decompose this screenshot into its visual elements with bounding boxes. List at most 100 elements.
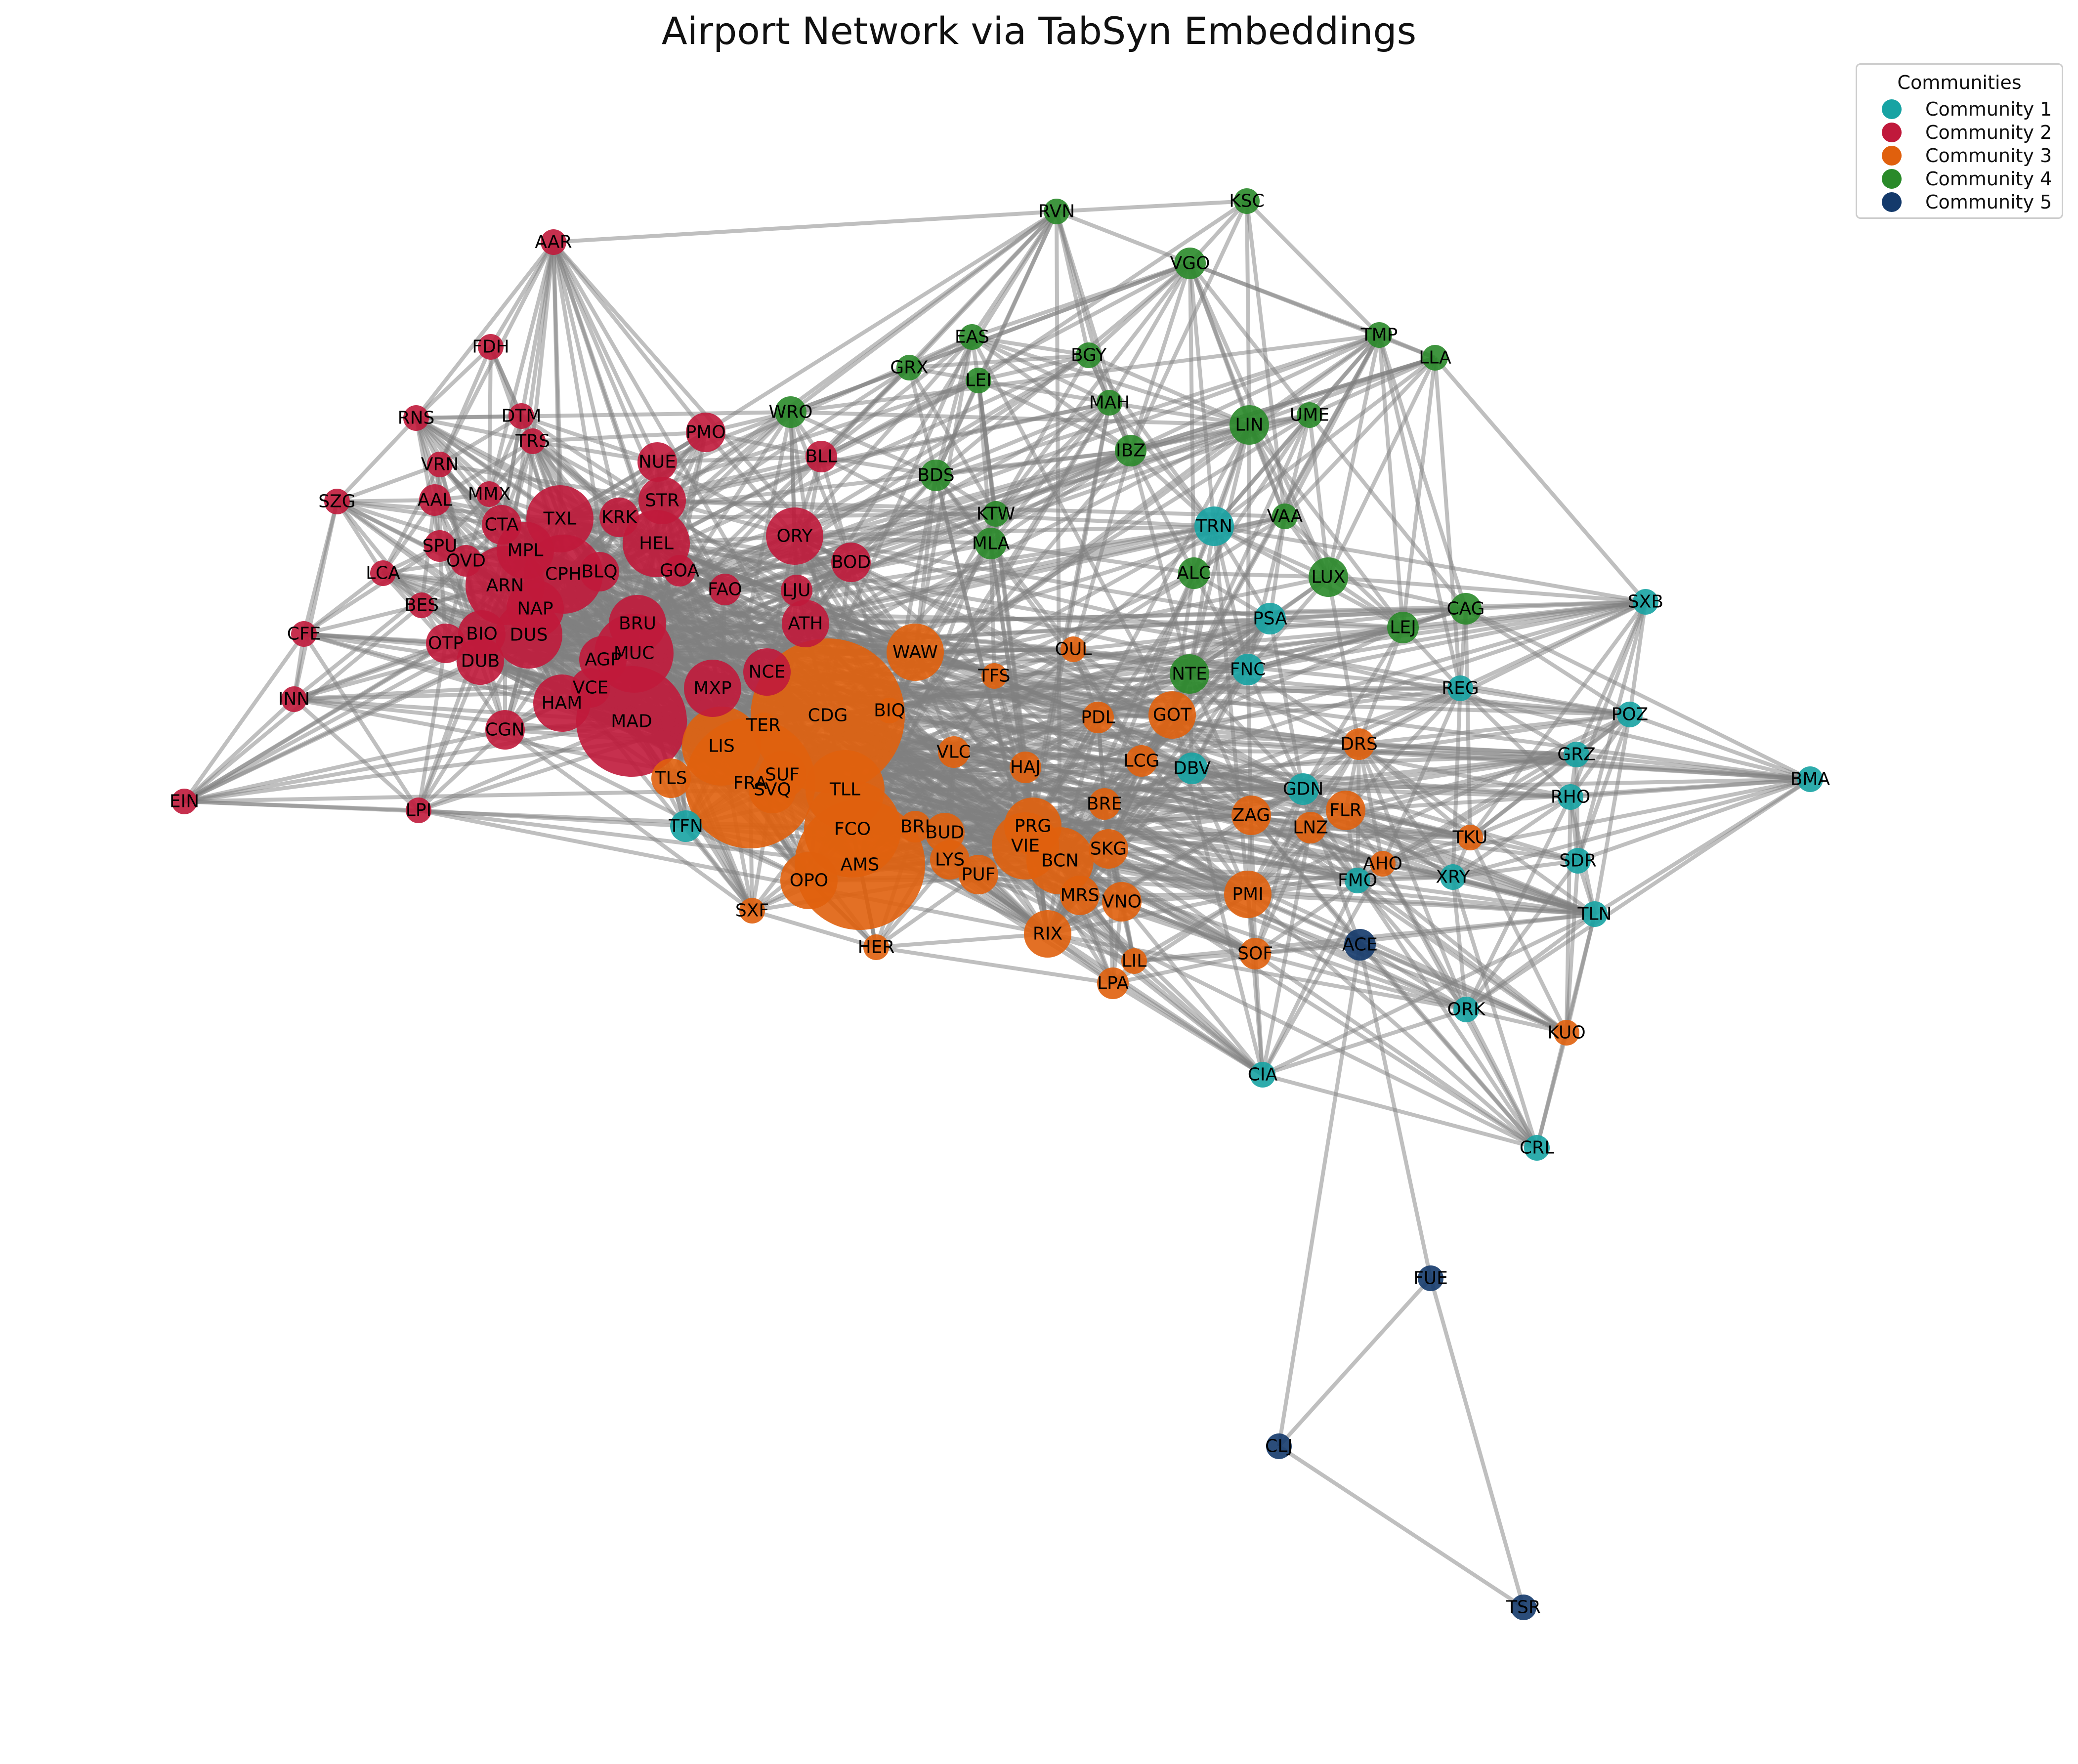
edge-rvn-nue	[656, 210, 1058, 464]
node-label-vce: VCE	[573, 678, 609, 698]
node-label-ume: UME	[1290, 405, 1329, 425]
edge-aar-mmx	[487, 242, 555, 495]
node-bll	[806, 441, 837, 472]
chart-title: Airport Network via TabSyn Embeddings	[661, 9, 1417, 53]
node-label-haj: HAJ	[1010, 757, 1041, 778]
edge-kuo-ork	[1466, 1008, 1567, 1035]
node-label-nte: NTE	[1172, 664, 1207, 684]
edge-her-rix	[876, 932, 1048, 949]
node-label-muc: MUC	[614, 643, 655, 664]
node-goa	[664, 555, 695, 587]
node-lpa	[1097, 967, 1129, 999]
edge-bgy-lei	[978, 353, 1089, 382]
node-label-ory: ORY	[776, 526, 813, 546]
node-label-cta: CTA	[485, 515, 519, 535]
edge-szg-rns	[336, 417, 418, 503]
node-label-fmo: FMO	[1338, 871, 1377, 891]
node-rns	[403, 405, 429, 431]
edge-lpi-cfe	[302, 632, 421, 812]
node-label-alc: ALC	[1177, 563, 1211, 584]
edge-dtm-mmx	[487, 415, 523, 495]
node-szg	[324, 489, 350, 514]
node-grz	[1564, 742, 1589, 767]
node-label-inn: INN	[278, 689, 310, 710]
edge-cfe-spu	[302, 544, 441, 636]
node-label-fue: FUE	[1413, 1268, 1448, 1289]
legend-item-community-5: Community 5	[1857, 190, 2052, 214]
edge-eas-bll	[820, 335, 974, 459]
edge-vgo-alc	[1188, 263, 1196, 574]
edge-rho-reg	[1459, 687, 1572, 798]
node-label-fra: FRA	[733, 773, 767, 794]
node-label-lys: LYS	[935, 850, 965, 870]
node-label-lej: LEJ	[1390, 618, 1416, 638]
edge-szg-aal	[337, 498, 435, 504]
node-ksc	[1234, 188, 1260, 214]
legend-label: Community 1	[1925, 98, 2052, 120]
edge-waw-eas	[913, 336, 974, 653]
edge-ace-ork	[1358, 943, 1468, 1011]
node-label-tll: TLL	[829, 780, 860, 800]
node-ktw	[983, 501, 1009, 527]
edge-ume-lux	[1308, 415, 1330, 578]
node-cgn	[485, 710, 525, 750]
node-trn	[1194, 506, 1234, 546]
node-sdr	[1565, 848, 1591, 874]
node-label-ams: AMS	[841, 855, 880, 875]
node-label-tls: TLS	[655, 768, 687, 789]
node-label-lpi: LPI	[406, 800, 431, 821]
node-label-tmp: TMP	[1360, 325, 1398, 345]
node-spu	[424, 530, 456, 562]
node-label-bri: BRI	[900, 817, 930, 837]
node-lin	[1230, 405, 1269, 445]
node-vrn	[427, 452, 453, 477]
edge-vgo-ktw	[994, 262, 1192, 515]
node-dtm	[509, 403, 534, 429]
edge-rix-ork	[1047, 932, 1467, 1011]
node-dbv	[1176, 753, 1208, 784]
legend-item-community-2: Community 2	[1857, 120, 2052, 145]
node-label-cia: CIA	[1248, 1065, 1278, 1085]
node-label-ham: HAM	[542, 693, 583, 714]
node-zag	[1231, 796, 1271, 835]
node-label-rho: RHO	[1551, 787, 1590, 807]
legend-item-community-1: Community 1	[1857, 97, 2052, 122]
node-ace	[1344, 929, 1376, 961]
legend-label: Community 5	[1925, 191, 2052, 213]
node-label-bud: BUD	[926, 823, 965, 843]
node-label-lcg: LCG	[1123, 751, 1159, 771]
edge-cag-tku	[1464, 608, 1472, 838]
node-label-reg: REG	[1442, 678, 1479, 699]
node-label-pmo: PMO	[685, 422, 725, 443]
node-grx	[896, 355, 922, 380]
node-fmo	[1345, 868, 1370, 893]
edge-got-tfs	[994, 674, 1173, 717]
node-label-fnc: FNC	[1230, 660, 1266, 680]
node-crl	[1524, 1135, 1550, 1161]
node-label-nue: NUE	[638, 452, 676, 472]
node-lil	[1121, 948, 1147, 974]
legend-item-community-3: Community 3	[1857, 143, 2052, 168]
edge-bma-poz	[1629, 713, 1811, 781]
node-bgy	[1076, 342, 1102, 368]
edge-crl-cia	[1262, 1073, 1538, 1150]
node-rix	[1024, 910, 1071, 958]
node-label-bod: BOD	[831, 552, 871, 573]
edge-lej-drs	[1357, 627, 1405, 745]
edge-rvn-bgy	[1055, 211, 1091, 356]
node-label-bio: BIO	[466, 624, 498, 644]
edge-her-lpa	[876, 945, 1113, 985]
node-label-grz: GRZ	[1557, 745, 1596, 765]
edge-ksc-lin	[1245, 201, 1251, 425]
node-label-tln: TLN	[1577, 904, 1612, 924]
node-label-ein: EIN	[170, 792, 199, 812]
node-label-tku: TKU	[1452, 828, 1488, 848]
node-label-nap: NAP	[517, 599, 553, 619]
node-label-lca: LCA	[366, 563, 400, 584]
node-lcg	[1126, 745, 1157, 777]
node-ath	[782, 600, 829, 647]
node-cag	[1450, 593, 1482, 625]
node-psa	[1254, 603, 1286, 634]
node-label-flr: FLR	[1329, 800, 1362, 821]
node-vgo	[1174, 248, 1206, 279]
